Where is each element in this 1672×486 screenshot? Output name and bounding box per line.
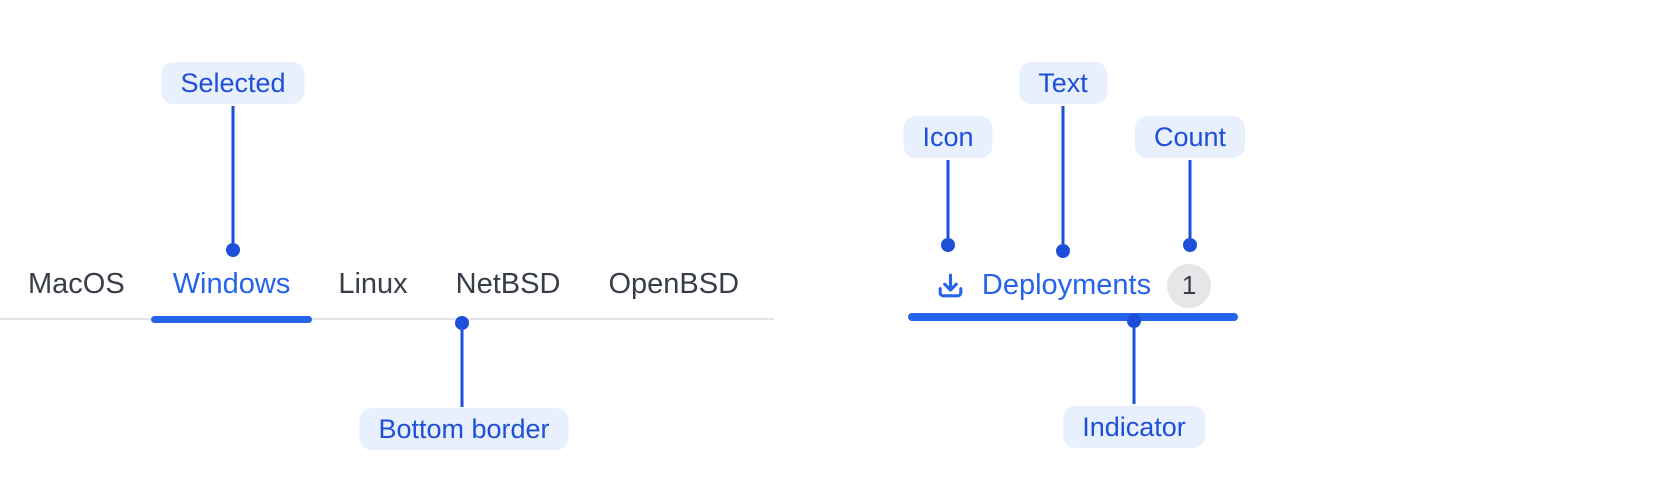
annotation-icon: Icon bbox=[903, 116, 993, 158]
tab-label: NetBSD bbox=[455, 267, 561, 300]
annotation-count-dot bbox=[1183, 238, 1197, 252]
tab-label: Linux bbox=[338, 267, 408, 300]
tab-macos[interactable]: MacOS bbox=[4, 250, 149, 318]
annotation-text-line bbox=[1061, 106, 1065, 244]
tab-openbsd[interactable]: OpenBSD bbox=[584, 250, 763, 318]
tab-label: MacOS bbox=[28, 267, 125, 300]
tab-windows[interactable]: Windows bbox=[149, 250, 315, 323]
tab-linux[interactable]: Linux bbox=[314, 250, 431, 318]
annotation-indicator-dot bbox=[1127, 314, 1141, 328]
annotation-bottom-border-line bbox=[460, 330, 464, 407]
annotation-text: Text bbox=[1019, 62, 1107, 104]
annotation-selected-line bbox=[231, 106, 235, 243]
tab-label: Windows bbox=[172, 267, 291, 300]
selected-tab-indicator bbox=[908, 313, 1238, 321]
annotation-icon-line bbox=[946, 160, 950, 238]
annotation-bottom-border: Bottom border bbox=[359, 408, 569, 450]
tab-label: OpenBSD bbox=[608, 267, 740, 300]
selected-tab-underline bbox=[150, 315, 313, 323]
annotation-bottom-border-dot bbox=[455, 316, 469, 330]
tab-bar: MacOS Windows Linux NetBSD OpenBSD bbox=[0, 250, 774, 323]
annotation-indicator: Indicator bbox=[1063, 406, 1205, 448]
annotation-indicator-line bbox=[1132, 328, 1136, 404]
tab-label: Deployments bbox=[981, 269, 1152, 301]
count-badge: 1 bbox=[1167, 263, 1212, 308]
annotation-count-line bbox=[1188, 160, 1192, 238]
tab-deployments[interactable]: Deployments 1 bbox=[908, 258, 1238, 313]
download-icon bbox=[938, 273, 963, 298]
annotation-text-dot bbox=[1056, 244, 1070, 258]
annotation-selected: Selected bbox=[161, 62, 305, 104]
annotation-count: Count bbox=[1134, 116, 1246, 158]
annotation-selected-dot bbox=[226, 243, 240, 257]
tab-netbsd[interactable]: NetBSD bbox=[432, 250, 585, 318]
annotation-icon-dot bbox=[941, 238, 955, 252]
